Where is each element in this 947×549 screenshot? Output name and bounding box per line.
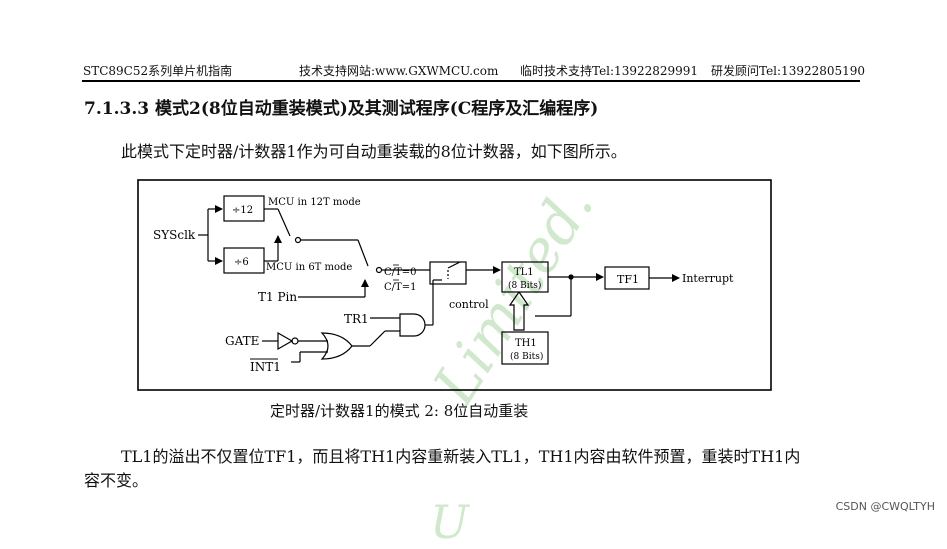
gate-label: GATE	[225, 334, 259, 348]
body-line-2: 容不变。	[84, 471, 149, 490]
ct1-label: C/T=1	[384, 282, 416, 293]
figure-caption: 定时器/计数器1的模式 2: 8位自动重装	[270, 402, 529, 420]
control-switch-box	[429, 261, 467, 285]
header-support-tel: 临时技术支持Tel:13922829991	[520, 64, 699, 78]
divide-6-label: ÷6	[234, 257, 249, 268]
divide-12-label: ÷12	[232, 205, 253, 216]
diagram-frame	[137, 179, 772, 391]
mode-6t-label: MCU in 6T mode	[266, 262, 352, 273]
and-gate	[399, 313, 426, 337]
th1-register-box	[501, 331, 549, 365]
tl1-label: TL1	[514, 267, 534, 278]
th1-label: TH1	[515, 338, 537, 349]
th1-bits-label: (8 Bits)	[510, 351, 543, 362]
ct0-label: C/T=0	[384, 267, 416, 278]
inverter-gate	[277, 331, 294, 351]
t1-pin-label: T1 Pin	[258, 290, 297, 304]
interrupt-label: Interrupt	[682, 272, 734, 285]
int1-label: INT1	[250, 360, 281, 374]
header-advisor-tel: 研发顾问Tel:13922805190	[711, 64, 866, 78]
header-rule	[82, 80, 860, 82]
timer-mode2-diagram: SYSclk ÷12 ÷6 MCU in 12T mode MCU in 6T …	[137, 179, 772, 391]
intro-paragraph: 此模式下定时器/计数器1作为可自动重装载的8位计数器，如下图所示。	[121, 142, 627, 161]
csdn-credit: CSDN @CWQLTYH	[835, 500, 935, 513]
section-heading: 7.1.3.3 模式2(8位自动重装模式)及其测试程序(C程序及汇编程序)	[84, 99, 599, 119]
mode-12t-label: MCU in 12T mode	[268, 197, 361, 208]
control-label: control	[449, 298, 489, 311]
tl1-bits-label: (8 Bits)	[508, 280, 541, 291]
or-gate	[320, 332, 353, 360]
tr1-label: TR1	[344, 312, 369, 326]
tf1-label: TF1	[617, 273, 639, 286]
header-website: 技术支持网站:www.GXWMCU.com	[299, 64, 499, 78]
sysclk-label: SYSclk	[153, 228, 196, 242]
body-line-1: TL1的溢出不仅置位TF1，而且将TH1内容重新装入TL1，TH1内容由软件预置…	[121, 447, 801, 466]
header-book-title: STC89C52系列单片机指南	[83, 64, 233, 78]
